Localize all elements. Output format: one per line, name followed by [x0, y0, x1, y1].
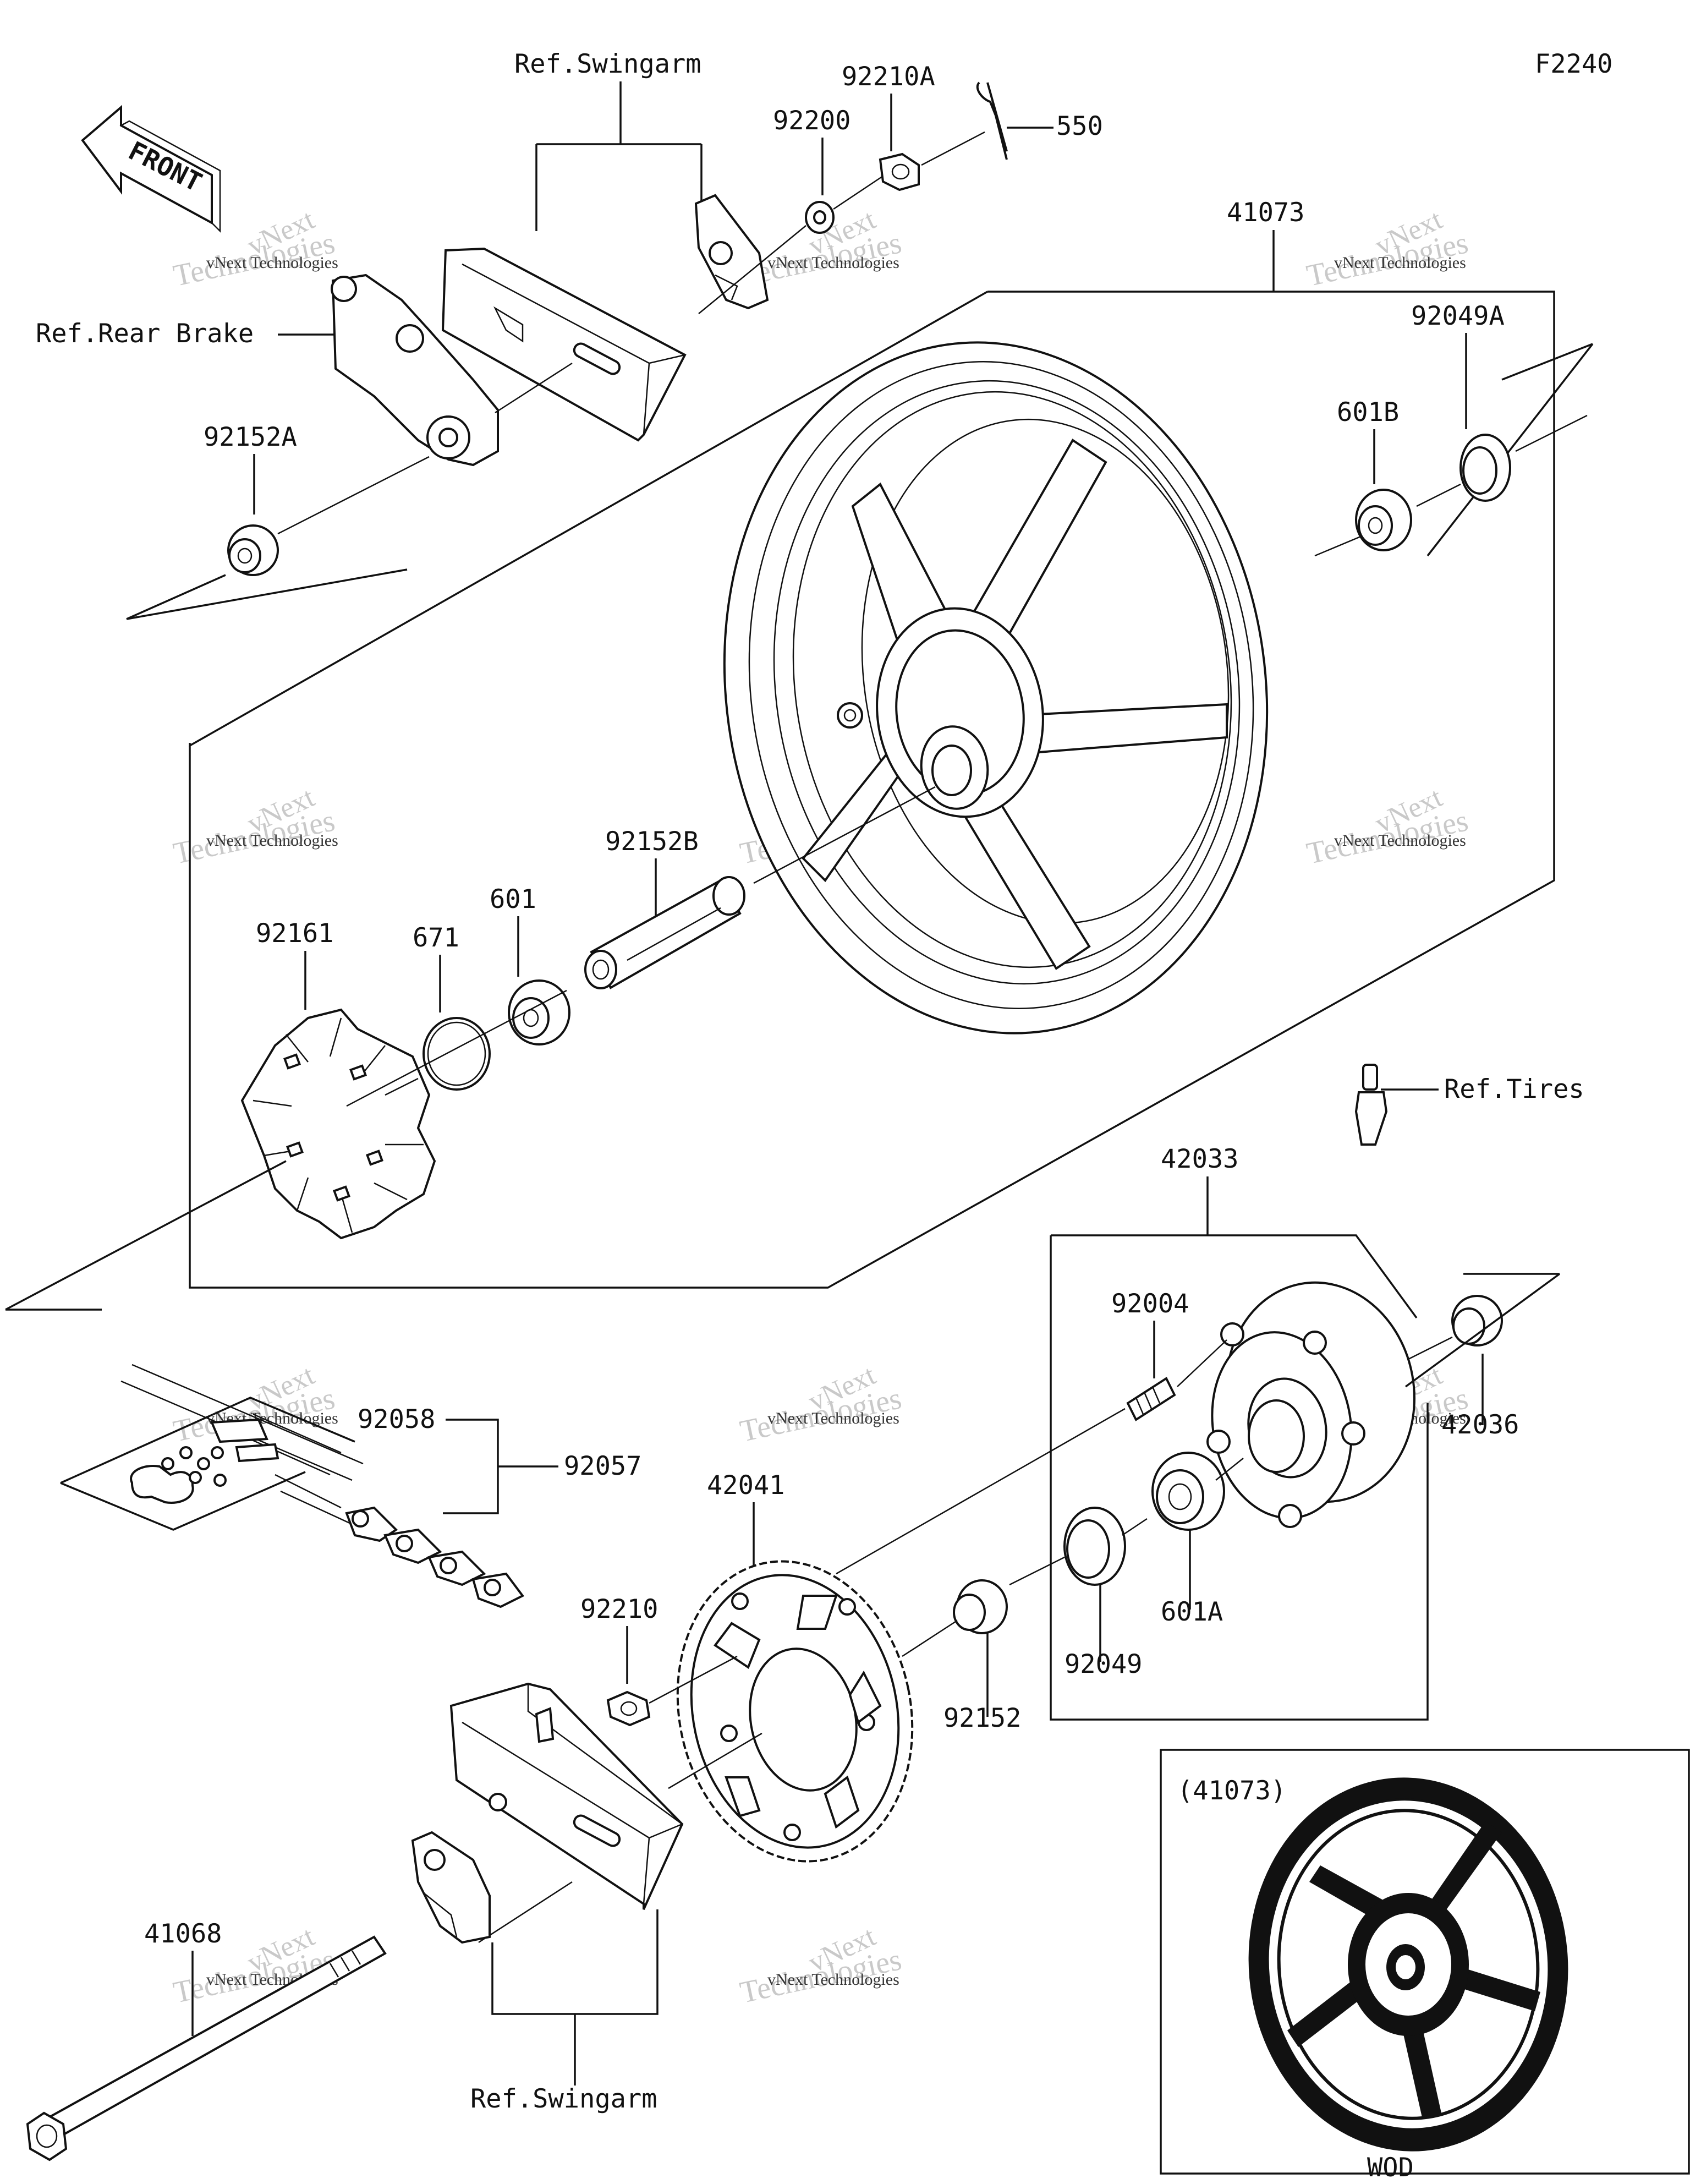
drive-chain-92057	[275, 1474, 525, 1608]
part-601B-label: 601B	[1337, 397, 1399, 428]
axis-line-nut	[649, 1655, 738, 1704]
axis-line-stud	[836, 1339, 1227, 1575]
collar-92152	[953, 1579, 1008, 1634]
tire-valve	[1354, 1064, 1388, 1146]
part-550-label: 550	[1056, 111, 1103, 141]
chain-adjuster-plate-top	[694, 194, 769, 310]
chain-joint-92058	[120, 1364, 364, 1504]
wedge-lines-left-mid	[5, 1160, 287, 1311]
ref-rear-brake-label: Ref.Rear Brake	[36, 319, 254, 349]
o-ring-671	[422, 1017, 491, 1091]
axis-line-collar	[1408, 1336, 1453, 1360]
cotter-pin-550	[976, 81, 1008, 160]
wedge-lines-right-mid	[1404, 1273, 1561, 1388]
swingarm-end-bottom	[449, 1682, 684, 1910]
part-92200-label: 92200	[773, 106, 851, 136]
part-92210A-label: 92210A	[842, 62, 935, 92]
axis-line-upper	[698, 131, 985, 314]
axis-line-swingarm-bottom	[478, 1881, 573, 1944]
part-42041-label: 42041	[707, 1470, 784, 1501]
part-42036-label: 42036	[1441, 1410, 1519, 1440]
ref-tires-label: Ref.Tires	[1444, 1074, 1584, 1104]
part-92152-label: 92152	[943, 1703, 1021, 1733]
part-601A-label: 601A	[1161, 1597, 1223, 1627]
figure-code: F2240	[1535, 49, 1612, 79]
leader-ref-swingarm-bottom	[491, 1909, 659, 2086]
oil-seal-92049A	[1459, 434, 1511, 502]
leader-ref-swingarm-top	[535, 81, 703, 231]
axis-line-sprocket	[668, 1619, 958, 1789]
axis-line-seal	[1009, 1458, 1244, 1586]
rear-wheel-41073	[723, 341, 1269, 1034]
part-92004-label: 92004	[1111, 1289, 1189, 1319]
rear-brake-bracket	[331, 273, 499, 467]
axis-line-wheel	[753, 786, 936, 884]
leader-92057-92058	[443, 1419, 558, 1514]
wedge-lines-right-top	[1426, 343, 1594, 557]
axle-41068	[26, 1935, 387, 2161]
watermark: vNext Technologies	[1334, 831, 1466, 850]
part-92049-label: 92049	[1065, 1649, 1142, 1679]
watermark: vNext Technologies	[206, 831, 338, 850]
chain-adjuster-plate-bottom	[411, 1831, 491, 1944]
wedge-lines-left-top	[126, 568, 408, 620]
ref-swingarm-bottom-label: Ref.Swingarm	[470, 2084, 657, 2114]
bearing-601	[508, 979, 570, 1046]
collar-92152B	[584, 876, 745, 989]
swingarm-end-top	[441, 247, 687, 442]
inset-title: (41073)	[1177, 1776, 1286, 1806]
part-92210-label: 92210	[580, 1594, 658, 1624]
part-92049A-label: 92049A	[1411, 301, 1505, 331]
hub-damper-92161	[240, 1008, 436, 1240]
sprocket-42041	[676, 1560, 914, 1863]
sprocket-hub-frame	[1050, 1176, 1429, 1721]
sprocket-hub-42033	[1206, 1281, 1415, 1528]
bearing-601B	[1355, 489, 1412, 551]
ref-swingarm-top-label: Ref.Swingarm	[514, 49, 701, 79]
collar-92152A	[227, 524, 279, 576]
nut-92210	[606, 1690, 651, 1727]
part-42033-label: 42033	[1161, 1144, 1238, 1174]
part-92057-label: 92057	[564, 1451, 641, 1481]
part-92161-label: 92161	[256, 918, 333, 949]
watermark: vNext Technologies	[767, 254, 899, 272]
wod-label: WOD	[1367, 2153, 1414, 2183]
watermark: vNext Technologies	[206, 254, 338, 272]
axis-line-damper	[346, 907, 721, 1107]
chain-joint-frame	[60, 1397, 355, 1531]
stud-92004	[1126, 1377, 1176, 1421]
axis-line-right	[1314, 414, 1588, 557]
part-41073-label: 41073	[1227, 198, 1304, 228]
watermark: vNext Technologies	[1334, 254, 1466, 272]
front-arrow-icon: FRONT	[81, 105, 221, 233]
axis-line-brake	[277, 362, 573, 535]
bearing-601A	[1151, 1452, 1225, 1531]
part-601-label: 601	[490, 884, 536, 915]
part-671-label: 671	[413, 923, 459, 953]
watermark: vNext Technologies	[767, 1970, 899, 1989]
part-92152B-label: 92152B	[605, 826, 699, 857]
castle-nut-92210A	[879, 152, 920, 191]
watermark: vNext Technologies	[767, 1409, 899, 1427]
oil-seal-92049	[1063, 1507, 1126, 1586]
part-41068-label: 41068	[144, 1919, 222, 1949]
part-92152A-label: 92152A	[204, 422, 297, 452]
wheel-inset-box: (41073)	[1160, 1749, 1690, 2175]
part-92058-label: 92058	[358, 1404, 435, 1435]
